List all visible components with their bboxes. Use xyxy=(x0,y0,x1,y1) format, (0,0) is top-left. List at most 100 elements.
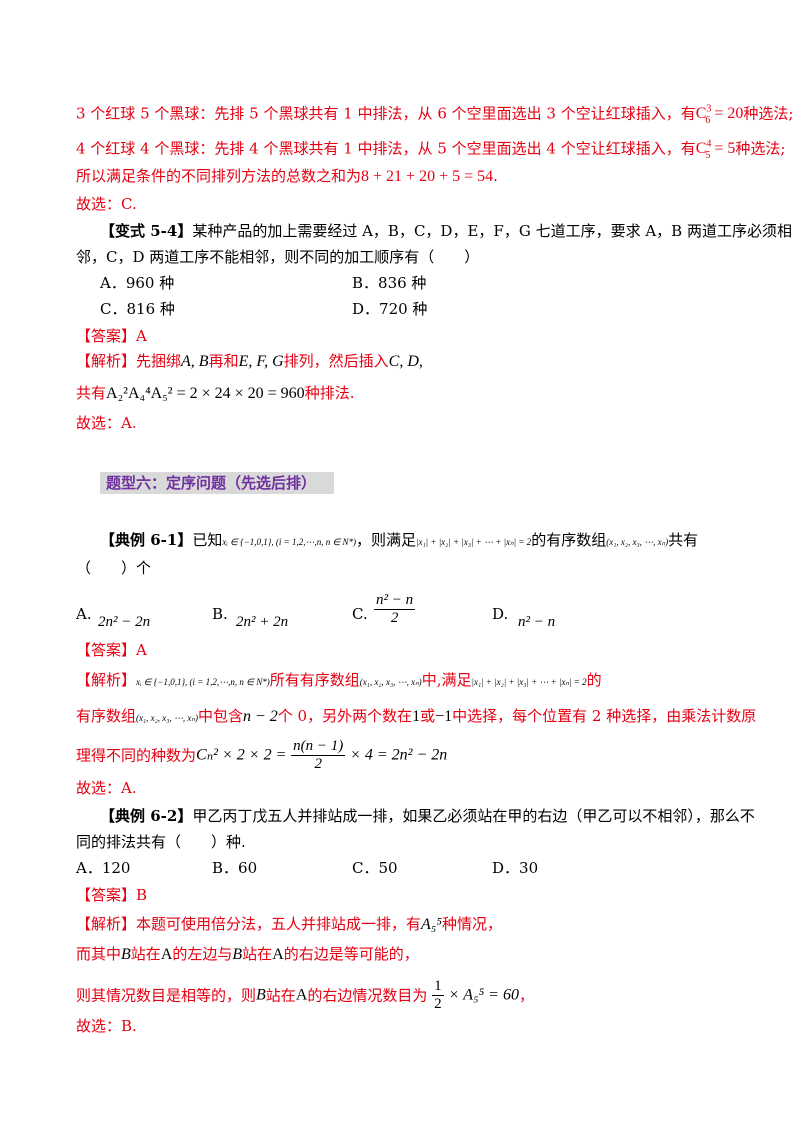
analysis-line-3: 理得不同的种数为Cₙ² × 2 × 2 = n(n − 1)2 × 4 = 2n… xyxy=(76,738,447,773)
question-text: 某种产品的加上需要经过 A，B，C，D，E，F，G 七道工序，要求 A，B 两道… xyxy=(192,222,792,240)
analysis-text: 种情况， xyxy=(441,915,502,933)
math-expr: C, D, xyxy=(388,353,423,370)
question-tag: 【典例 6-1】 xyxy=(100,531,193,549)
question-tag: 【变式 5-4】 xyxy=(100,222,193,240)
analysis-line-2: 而其中B站在A的左边与B站在A的右边是等可能的， xyxy=(76,944,419,965)
answer-line: 【答案】A xyxy=(76,327,147,345)
analysis-text: 个 0，另外两个数在 xyxy=(277,707,413,725)
analysis-tag: 【解析】 xyxy=(76,915,137,933)
math-expr: B xyxy=(256,986,266,1004)
option-d: D. xyxy=(492,605,509,623)
math-expr: xᵢ ∈ {−1,0,1}, (i = 1,2,⋯,n, n ∈ N*) xyxy=(222,537,357,547)
math-expr: (x₁, x₂, x₃, ⋯, xₙ) xyxy=(359,677,422,687)
section-heading: 题型六：定序问题（先选后排） xyxy=(100,472,334,494)
combination-expr: C45 = 5 xyxy=(695,139,736,161)
analysis-text: 所有有序数组 xyxy=(269,671,360,689)
choose-line: 故选：A. xyxy=(76,414,137,432)
math-expr: B xyxy=(232,946,243,963)
question-text: 已知 xyxy=(192,531,223,549)
math-expr: A xyxy=(295,986,308,1004)
question-5-4-line-1: 【变式 5-4】某种产品的加上需要经过 A，B，C，D，E，F，G 七道工序，要… xyxy=(100,221,792,241)
analysis-line-1: 【解析】先捆绑A, B再和E, F, G排列，然后插入C, D, xyxy=(76,351,423,372)
solution-line-3: 所以满足条件的不同排列方法的总数之和为8 + 21 + 20 + 5 = 54. xyxy=(76,166,498,187)
analysis-tag: 【解析】 xyxy=(76,671,137,689)
math-expr: A xyxy=(272,946,284,963)
math-expr: E, F, G xyxy=(238,353,284,370)
solution-text: 种选法; xyxy=(735,139,786,158)
analysis-line-1: 【解析】xᵢ ∈ {−1,0,1}, (i = 1,2,⋯,n, n ∈ N*)… xyxy=(76,670,602,692)
analysis-text: 有序数组 xyxy=(76,707,137,725)
fraction: n(n − 1)2 xyxy=(291,738,346,772)
math-expr: × 4 = 2n² − 2n xyxy=(350,746,448,764)
option-d: D．720 种 xyxy=(352,300,428,318)
analysis-text: 再和 xyxy=(208,352,239,370)
analysis-text: 而其中 xyxy=(76,945,122,963)
option-b: B．836 种 xyxy=(352,274,427,292)
solution-line-2: 4 个红球 4 个黑球：先排 4 个黑球共有 1 中排法，从 5 个空里面选出 … xyxy=(76,135,785,166)
analysis-line-2: 有序数组(x₁, x₂, x₃, ⋯, xₙ)中包含n − 2个 0，另外两个数… xyxy=(76,706,756,728)
analysis-text: 的左边与 xyxy=(172,945,233,963)
option-c: C．50 xyxy=(352,859,398,877)
solution-text: 4 个红球 4 个黑球：先排 4 个黑球共有 1 中排法，从 5 个空里面选出 … xyxy=(76,139,696,158)
option-d-expr: n² − n xyxy=(518,614,556,630)
question-tag: 【典例 6-2】 xyxy=(100,807,193,825)
analysis-text: 站在 xyxy=(130,945,161,963)
option-d: D．30 xyxy=(492,859,539,877)
math-expr: B xyxy=(121,946,131,963)
analysis-line-1: 【解析】本题可使用倍分法，五人并排站成一排，有A₅⁵种情况， xyxy=(76,914,502,935)
choose-line: 故选：B. xyxy=(76,1017,137,1035)
analysis-text: 中包含 xyxy=(197,707,243,725)
math-expr: 1 xyxy=(412,708,421,725)
analysis-text: 排列，然后插入 xyxy=(283,352,389,370)
question-text: 的有序数组 xyxy=(531,531,607,549)
analysis-text: 或 xyxy=(420,707,436,725)
math-expr: n − 2 xyxy=(242,708,278,725)
option-b: B. xyxy=(212,605,228,623)
combination-expr: C36 = 20 xyxy=(695,104,744,126)
analysis-text: 种排法. xyxy=(304,384,355,402)
solution-text: 所以满足条件的不同排列方法的总数之和为 xyxy=(76,167,362,185)
math-expr: A₅⁵ xyxy=(421,916,442,933)
math-expr: −1 xyxy=(435,708,453,725)
analysis-text: 先捆绑 xyxy=(136,352,182,370)
option-b: B．60 xyxy=(212,859,258,877)
answer-line: 【答案】A xyxy=(76,641,147,659)
math-expr: A, B xyxy=(181,353,209,370)
analysis-text: 的右边情况数目为 xyxy=(307,986,428,1005)
analysis-text: ， xyxy=(518,986,534,1005)
analysis-text: 则其情况数目是相等的，则 xyxy=(76,986,257,1005)
solution-text: 种选法; xyxy=(743,104,794,123)
math-expr: (x₁, x₂, x₃, ⋯, xₙ) xyxy=(136,713,198,723)
math-expr: Cₙ² × 2 × 2 = xyxy=(196,746,287,764)
analysis-text: 本题可使用倍分法，五人并排站成一排，有 xyxy=(136,915,422,933)
question-6-2-line-2: 同的排法共有（ ）种. xyxy=(76,833,246,851)
option-a-expr: 2n² − 2n xyxy=(98,614,151,630)
sum-expr: 8 + 21 + 20 + 5 = 54 xyxy=(361,168,494,185)
question-6-2-line-1: 【典例 6-2】甲乙丙丁戊五人并排站成一排，如果乙必须站在甲的右边（甲乙可以不相… xyxy=(100,806,755,826)
analysis-line-2: 共有A₂²A₄⁴A₅² = 2 × 24 × 20 = 960种排法. xyxy=(76,383,354,404)
analysis-text: 理得不同的种数为 xyxy=(76,746,197,765)
option-b-expr: 2n² + 2n xyxy=(236,614,289,630)
question-6-1-line-2: （ ）个 xyxy=(76,559,152,577)
option-c: C．816 种 xyxy=(100,300,175,318)
analysis-text: 共有 xyxy=(76,384,107,402)
option-c: C. xyxy=(352,605,368,623)
question-text: 甲乙丙丁戊五人并排站成一排，如果乙必须站在甲的右边（甲乙可以不相邻），那么不 xyxy=(192,807,755,825)
solution-line-1: 3 个红球 5 个黑球：先排 5 个黑球共有 1 中排法，从 6 个空里面选出 … xyxy=(76,100,793,131)
choose-line: 故选：C. xyxy=(76,195,137,213)
option-a: A. xyxy=(76,605,92,623)
answer-line: 【答案】B xyxy=(76,886,148,904)
analysis-text: 站在 xyxy=(242,945,273,963)
choose-line: 故选：A. xyxy=(76,779,137,797)
question-text: ，则满足 xyxy=(356,531,417,549)
math-expr: xᵢ ∈ {−1,0,1}, (i = 1,2,⋯,n, n ∈ N*) xyxy=(136,677,270,687)
analysis-text: 中,满足 xyxy=(421,671,472,689)
analysis-tag: 【解析】 xyxy=(76,352,137,370)
math-expr: |x₁| + |x₂| + |x₃| + ⋯ + |xₙ| = 2 xyxy=(416,537,532,547)
math-expr: |x₁| + |x₂| + |x₃| + ⋯ + |xₙ| = 2 xyxy=(471,677,587,687)
solution-text: . xyxy=(493,167,498,185)
analysis-text: 站在 xyxy=(265,986,296,1005)
